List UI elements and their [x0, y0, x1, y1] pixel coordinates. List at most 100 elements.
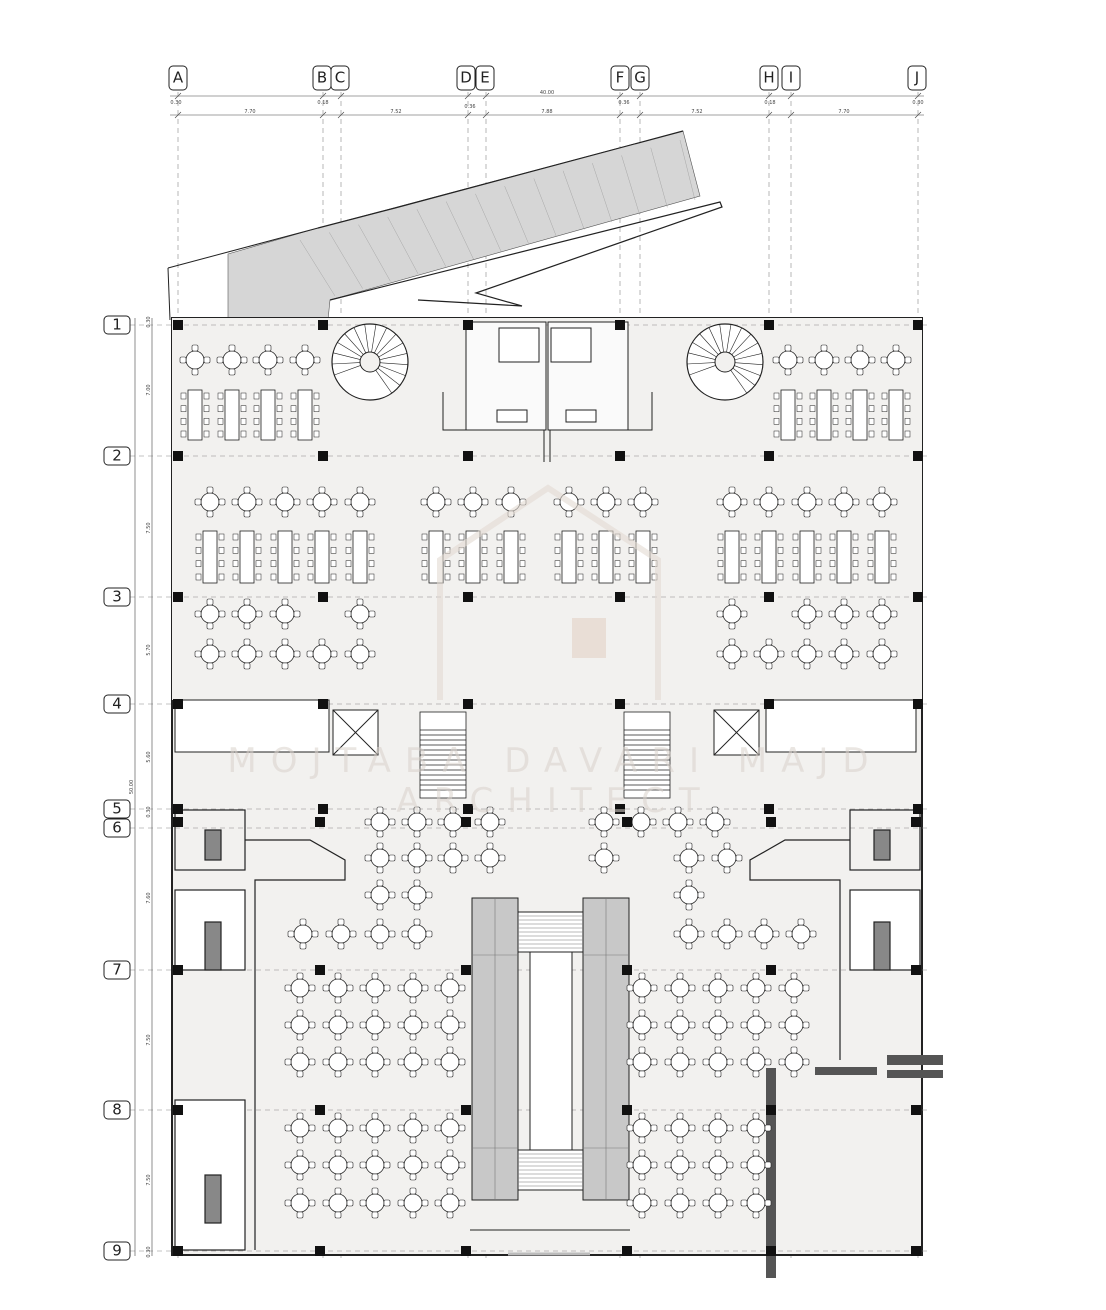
- stair-tread: [730, 370, 748, 394]
- round-table-set: [716, 486, 748, 518]
- stair-tread: [692, 342, 717, 358]
- round-table-set: [359, 1149, 391, 1181]
- dim-A-B: 7.70: [244, 109, 255, 115]
- round-table-set: [284, 1149, 316, 1181]
- round-table-set: [269, 638, 301, 670]
- grid-bubble-H: H: [759, 65, 779, 91]
- watermark-name: MOJTABA DAVARI MAJD: [227, 741, 882, 781]
- dim-3-4: 5.70: [146, 644, 152, 655]
- column: [173, 804, 183, 814]
- column: [315, 1105, 325, 1115]
- round-table-set: [216, 344, 248, 376]
- column: [764, 320, 774, 330]
- long-table-set: [217, 389, 247, 441]
- round-table-set: [194, 638, 226, 670]
- stair-tread: [729, 327, 742, 354]
- column: [622, 817, 632, 827]
- round-table-set: [772, 344, 804, 376]
- column: [173, 817, 183, 827]
- column: [766, 817, 776, 827]
- grid-label-1: 1: [112, 316, 122, 334]
- grid-bubble-D: D: [456, 65, 476, 91]
- round-table-set: [284, 1046, 316, 1078]
- roof-hatch-line: [387, 216, 419, 274]
- stair-tread: [734, 362, 763, 365]
- long-table-set: [195, 530, 225, 584]
- furniture: [179, 344, 912, 1219]
- column: [173, 965, 183, 975]
- column: [461, 817, 471, 827]
- round-table-set: [662, 806, 694, 838]
- round-table-set: [702, 1112, 734, 1144]
- round-table-set: [401, 918, 433, 950]
- stair-tread: [376, 334, 397, 355]
- round-table-set: [397, 1112, 429, 1144]
- dim-8-9: 7.50: [146, 1174, 152, 1185]
- long-table-set: [829, 530, 859, 584]
- round-table-set: [702, 1149, 734, 1181]
- grid-bubble-8: 8: [103, 1100, 131, 1120]
- escalators: [471, 897, 630, 1201]
- round-table-set: [322, 1149, 354, 1181]
- roof-hatch-line: [329, 232, 363, 289]
- round-table-set: [627, 486, 659, 518]
- stair-tread: [353, 327, 367, 354]
- column-grid-labels: A B C D E F G H I J: [168, 65, 927, 91]
- grid-bubble-5: 5: [103, 799, 131, 819]
- round-table-set: [420, 486, 452, 518]
- column: [622, 1246, 632, 1256]
- round-table-set: [194, 486, 226, 518]
- stair-tread: [333, 352, 361, 360]
- roof-hatch-line: [358, 224, 391, 282]
- round-table-set: [711, 842, 743, 874]
- round-table-set: [474, 842, 506, 874]
- column: [173, 592, 183, 602]
- column: [764, 804, 774, 814]
- column: [463, 451, 473, 461]
- roof-hatch-line: [592, 163, 613, 223]
- long-table-set: [307, 530, 337, 584]
- stair-tread: [377, 367, 401, 386]
- round-table-set: [434, 972, 466, 1004]
- overall-dimension: 40.00: [540, 90, 554, 96]
- roof-hatch-line: [621, 155, 640, 215]
- stair-tread: [334, 365, 361, 376]
- long-table-set: [270, 530, 300, 584]
- round-table-set: [626, 972, 658, 1004]
- round-table-set: [753, 486, 785, 518]
- round-table-set: [590, 486, 622, 518]
- column: [463, 699, 473, 709]
- column: [911, 1246, 921, 1256]
- column: [318, 320, 328, 330]
- column: [766, 1246, 776, 1256]
- grid-bubble-4: 4: [103, 694, 131, 714]
- round-table-set: [344, 486, 376, 518]
- column: [463, 804, 473, 814]
- grid-label-J: J: [914, 69, 919, 87]
- round-table-set: [664, 1149, 696, 1181]
- round-table-set: [866, 638, 898, 670]
- round-table-set: [808, 344, 840, 376]
- grid-label-7: 7: [112, 961, 122, 979]
- column: [315, 817, 325, 827]
- grid-label-H: H: [763, 69, 774, 87]
- column: [615, 699, 625, 709]
- long-table-set: [717, 530, 747, 584]
- dim-I-J: 7.70: [838, 109, 849, 115]
- stair-tread: [379, 353, 408, 361]
- column: [764, 451, 774, 461]
- round-table-set: [791, 598, 823, 630]
- long-table-set: [809, 389, 839, 441]
- round-table-set: [364, 918, 396, 950]
- round-table-set: [588, 806, 620, 838]
- round-table-set: [322, 1009, 354, 1041]
- round-table-set: [740, 1187, 772, 1219]
- column: [315, 965, 325, 975]
- grid-label-I: I: [789, 69, 793, 87]
- column: [764, 699, 774, 709]
- round-table-set: [231, 638, 263, 670]
- column: [461, 1246, 471, 1256]
- grid-label-G: G: [634, 69, 646, 87]
- round-table-set: [785, 918, 817, 950]
- column: [764, 592, 774, 602]
